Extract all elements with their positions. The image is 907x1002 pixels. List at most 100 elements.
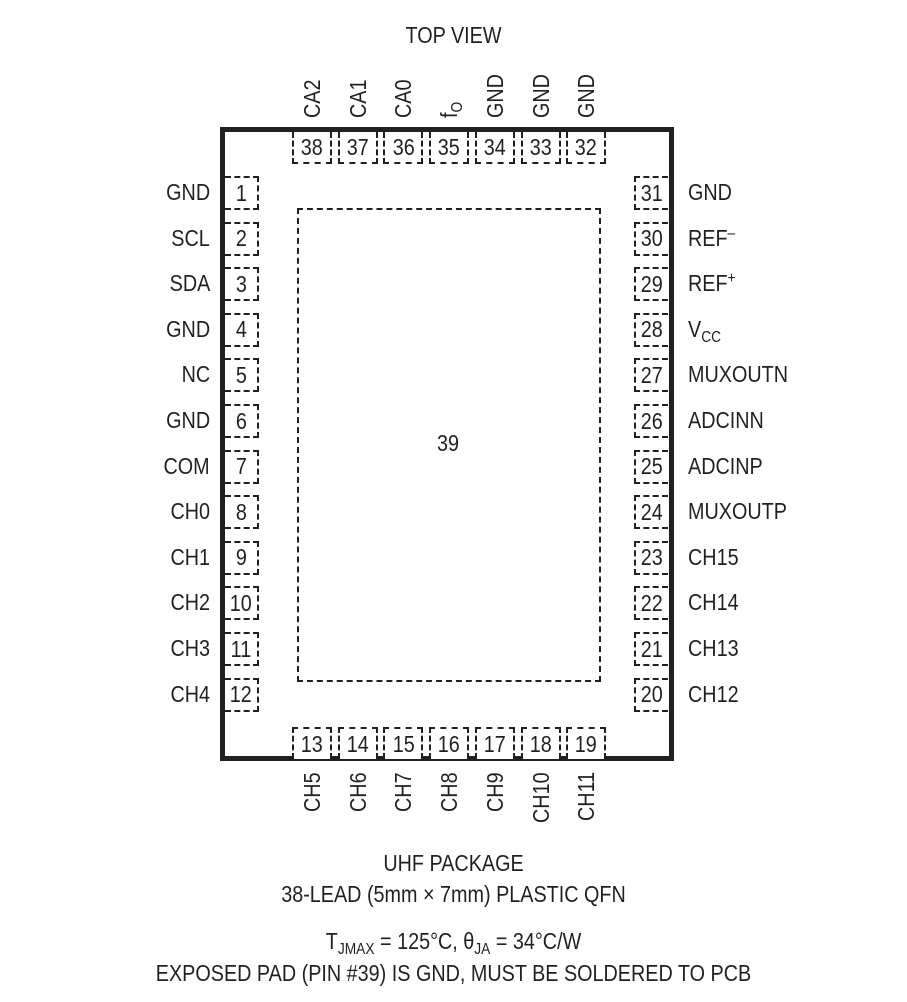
pin-2-label: SCL [171,224,210,251]
pin-number-text: 6 [235,407,247,434]
pin-17-label: CH9 [481,771,508,812]
pin-36-label: CA0 [390,79,417,118]
pin-number-text: 11 [230,635,252,662]
pin-number-text: 34 [483,133,506,160]
pin-number-text: 24 [640,498,664,525]
pin-number-text: 5 [235,361,247,388]
pin-26-label: ADCINN [688,407,764,433]
pin-number-text: 16 [438,730,461,757]
pin-31-label: GND [688,179,732,205]
pin-number-text: 30 [640,225,664,252]
pin-number-text: 28 [640,316,664,343]
pin-27-pad: 27 [634,358,668,393]
tjmax-value: = 125°C, [374,928,464,954]
pin-17-pad: 17 [474,727,515,759]
pin-1-pad: 1 [225,176,259,210]
pin-33-pad: 33 [520,132,561,164]
pin-3-pad: 3 [225,267,259,302]
pin-25-pad: 25 [634,449,668,484]
pin-number-text: 17 [483,730,506,757]
pin-number-text: 33 [529,133,552,160]
pin-label-superscript: + [727,270,736,288]
pin-36-pad: 36 [383,132,424,164]
pin-number-text: 21 [640,635,664,662]
pin-23-pad: 23 [634,540,668,575]
exposed-pad [297,208,601,682]
pin-13-label: CH5 [299,771,325,812]
pin-24-pad: 24 [634,495,668,530]
pin-24-label: MUXOUTP [688,498,787,525]
pin-number-text: 13 [300,730,324,757]
pin-10-pad: 10 [225,586,259,621]
pin-20-label: CH12 [688,680,739,707]
pin-9-pad: 9 [225,540,259,575]
pin-12-label: CH4 [170,680,210,707]
pin-33-label: GND [527,74,554,118]
pin-number-text: 7 [235,453,247,480]
pin-31-pad: 31 [634,176,668,210]
pin-number-text: 31 [640,179,664,206]
pin-6-pad: 6 [225,404,259,438]
pin-13-pad: 13 [292,727,332,759]
pin-label-subscript: O [449,101,467,113]
pin-number-text: 27 [640,361,664,388]
pin-38-label: CA2 [299,79,325,118]
pin-number-text: 26 [640,407,664,434]
pin-5-pad: 5 [225,358,259,393]
exposed-pad-note: EXPOSED PAD (PIN #39) IS GND, MUST BE SO… [155,960,752,986]
pin-19-pad: 19 [566,727,607,759]
pin-8-label: CH0 [170,498,210,525]
pin-number-text: 38 [300,133,324,160]
thermal-spec: TJMAX = 125°C, θJA = 34°C/W [63,928,843,959]
theta-value: = 34°C/W [490,928,582,954]
pin-1-label: GND [166,179,210,205]
pin-number-text: 1 [235,179,247,206]
pin-number-text: 14 [346,730,369,757]
pin-28-label: VCC [688,315,722,346]
pin-11-label: CH3 [170,635,210,661]
pin-number-text: 25 [640,453,664,480]
pin-number-text: 15 [392,730,415,757]
pin-25-label: ADCINP [688,452,763,479]
pin-10-label: CH2 [170,589,210,616]
pin-2-pad: 2 [225,221,259,256]
pin-5-label: NC [181,361,210,388]
pin-4-pad: 4 [225,312,259,347]
pin-number-text: 4 [235,316,247,343]
pin-30-pad: 30 [634,221,668,256]
pin-number-text: 9 [235,544,247,571]
pin-9-label: CH1 [170,543,210,570]
pin-21-label: CH13 [688,635,739,661]
pin-number-text: 29 [640,270,664,297]
pin-number-text: 35 [438,133,461,160]
pin-14-pad: 14 [337,727,378,759]
exposed-pad-number: 39 [436,430,460,456]
pin-29-pad: 29 [634,267,668,302]
diagram-title: TOP VIEW [405,22,502,48]
pin-11-pad: 11 [225,632,259,666]
pin-7-pad: 7 [225,449,259,484]
package-name: UHF PACKAGE [383,850,524,876]
pin-8-pad: 8 [225,495,259,530]
pin-number-text: 2 [235,225,247,252]
pin-23-label: CH15 [688,543,739,570]
pin-37-label: CA1 [344,79,371,118]
pin-20-pad: 20 [634,677,668,712]
pin-19-label: CH11 [573,771,600,822]
pin-number-text: 22 [640,589,664,616]
pin-22-label: CH14 [688,589,739,616]
pin-18-pad: 18 [520,727,561,759]
theta-sub: JA [474,941,491,958]
pin-18-label: CH10 [527,772,554,823]
pin-15-pad: 15 [383,727,424,759]
tjmax-sub: JMAX [337,941,375,958]
pin-number-text: 36 [392,133,415,160]
pin-15-label: CH7 [390,771,417,812]
pin-34-label: GND [481,74,508,118]
pin-35-label: fO [436,101,467,118]
pin-37-pad: 37 [337,132,378,164]
pin-number-text: 12 [229,681,253,708]
pin-34-pad: 34 [474,132,515,164]
pin-30-label: REF– [688,224,736,251]
pin-number-text: 18 [529,730,552,757]
